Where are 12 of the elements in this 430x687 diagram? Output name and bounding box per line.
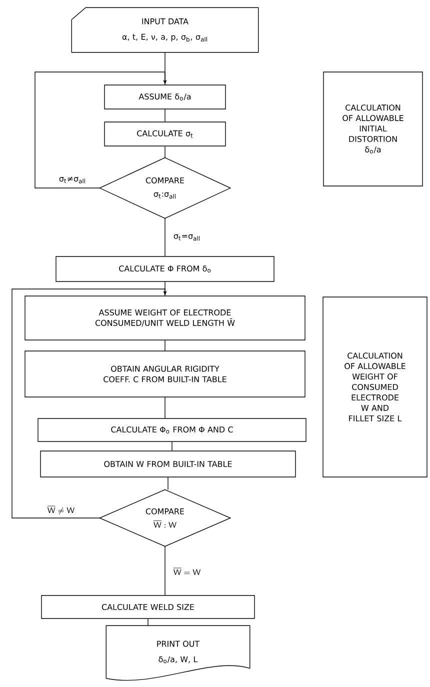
connector-line — [164, 52, 166, 85]
arrow — [34, 72, 167, 188]
connector-line — [164, 218, 166, 256]
connector-line — [164, 397, 166, 418]
edge-label: $\mathsf{\overline{W}=W}$ — [172, 566, 202, 576]
edge-label: $\mathsf{\overline{W}\neq W}$ — [46, 504, 76, 516]
connector-line — [164, 109, 166, 122]
connector-line — [164, 146, 166, 158]
arrow — [12, 288, 167, 518]
connector-line — [164, 546, 166, 596]
connector-line — [164, 282, 166, 296]
connector-line — [164, 340, 166, 351]
